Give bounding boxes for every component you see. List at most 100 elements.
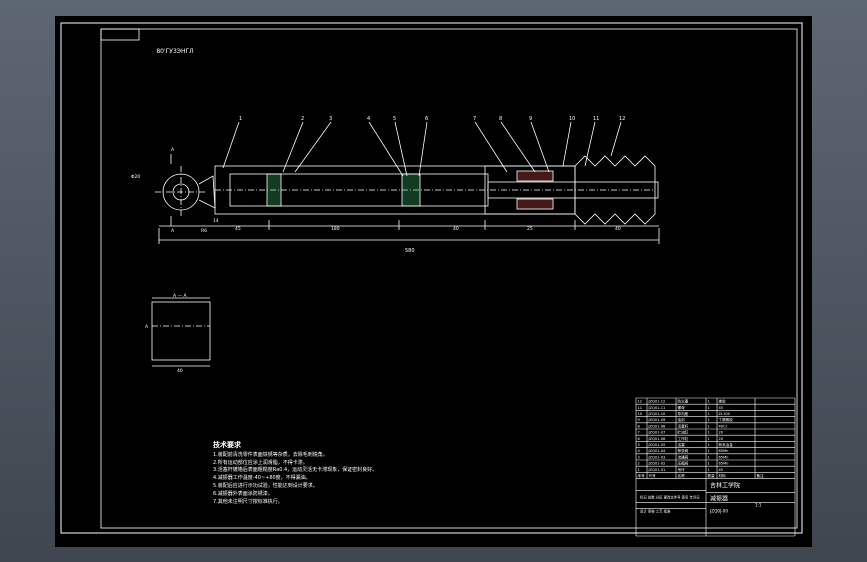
section-mark-top: A bbox=[171, 147, 175, 153]
inner-frame bbox=[100, 28, 798, 529]
parts-cell: 活塞 bbox=[678, 442, 686, 447]
scale: 1:1 bbox=[755, 503, 762, 508]
parts-cell: 1 bbox=[708, 431, 710, 435]
parts-header: 数量 bbox=[708, 473, 716, 478]
section-dim: 40 bbox=[177, 368, 183, 374]
leader-label: 4 bbox=[367, 116, 370, 122]
parts-cell: JZQ01-05 bbox=[648, 443, 666, 447]
leader-label: 6 bbox=[425, 116, 428, 122]
parts-cell: 粉末冶金 bbox=[719, 442, 734, 447]
dimension-text: 180 bbox=[331, 226, 340, 232]
dimension-total: 580 bbox=[405, 248, 415, 254]
dimension-text: 40 bbox=[615, 226, 621, 232]
section-mark-bottom: A bbox=[171, 228, 175, 234]
parts-cell: JZQ01-03 bbox=[648, 455, 666, 459]
notes-title: 技术要求 bbox=[213, 441, 241, 449]
parts-cell: 7 bbox=[638, 431, 640, 435]
parts-cell: 丁腈橡胶 bbox=[719, 417, 734, 422]
title-block bbox=[635, 397, 796, 537]
parts-header: 代号 bbox=[649, 473, 657, 478]
parts-cell: 1 bbox=[708, 443, 710, 447]
dimension-text: 40 bbox=[453, 226, 459, 232]
parts-cell: 防尘罩 bbox=[678, 399, 689, 404]
parts-cell: JZQ01-08 bbox=[648, 424, 667, 428]
note-item: 1.装配前清洗零件表面铁锈等杂质，去除毛刺锐角。 bbox=[213, 451, 328, 458]
parts-cell: 油封 bbox=[678, 417, 686, 422]
leader-label: 2 bbox=[301, 116, 304, 122]
parts-cell: 压缩阀 bbox=[678, 461, 689, 466]
outer-frame bbox=[60, 22, 803, 534]
parts-cell: 导向座 bbox=[678, 411, 689, 416]
parts-cell: 1 bbox=[708, 437, 710, 441]
parts-cell: 1 bbox=[708, 418, 710, 422]
dimension-text: 14 bbox=[213, 218, 219, 224]
note-item: 3.活塞杆镀铬后表面粗糙度Ra0.4，运动灵活无卡滞现象，保证密封良好。 bbox=[213, 467, 378, 474]
leader-label: 12 bbox=[619, 116, 625, 122]
parts-cell: 11 bbox=[638, 406, 643, 410]
note-item: 4.减振器工作温度-40~+80度，不得漏油。 bbox=[213, 475, 311, 482]
leader-label: 8 bbox=[499, 116, 502, 122]
parts-cell: JZQ01-01 bbox=[648, 468, 666, 472]
section-view bbox=[151, 297, 211, 367]
dimension-text: 45 bbox=[235, 226, 241, 232]
code-box bbox=[100, 28, 140, 41]
parts-cell: 45 bbox=[719, 468, 724, 472]
parts-cell: JZQ01-02 bbox=[648, 462, 666, 466]
technical-notes: 技术要求 1.装配前清洗零件表面铁锈等杂质，去除毛刺锐角。 2.所有运动部位应涂… bbox=[213, 441, 378, 506]
parts-header: 序号 bbox=[638, 473, 646, 478]
drawing-name: 减振器 bbox=[710, 495, 728, 503]
dimension-text: Φ20 bbox=[131, 174, 140, 180]
school-name: 吉林工学院 bbox=[710, 482, 740, 490]
parts-cell: 9 bbox=[638, 418, 641, 422]
parts-cell: 螺母 bbox=[678, 405, 686, 410]
sign-row: 标记 处数 分区 更改文件号 签名 年月日 bbox=[640, 495, 700, 500]
parts-cell: 40Cr bbox=[719, 424, 728, 428]
parts-cell: 1 bbox=[708, 412, 710, 416]
note-item: 6.减振器外表面涂防锈漆。 bbox=[213, 490, 273, 497]
parts-cell: JZQ01-12 bbox=[648, 400, 666, 404]
parts-cell: 65Mn bbox=[719, 462, 729, 466]
parts-header: 材料 bbox=[719, 473, 727, 478]
parts-header: 名称 bbox=[678, 473, 686, 478]
parts-cell: JZQ01-07 bbox=[648, 431, 666, 435]
parts-cell: 4 bbox=[638, 449, 641, 453]
parts-cell: 贮油缸 bbox=[678, 430, 689, 435]
parts-cell: JZQ01-04 bbox=[648, 449, 667, 453]
parts-cell: 5 bbox=[638, 443, 640, 447]
parts-cell: 橡胶 bbox=[719, 399, 727, 404]
parts-cell: 8 bbox=[638, 424, 641, 428]
parts-cell: 1 bbox=[708, 400, 710, 404]
parts-cell: 1 bbox=[708, 406, 710, 410]
parts-cell: 吊环 bbox=[678, 467, 686, 472]
drawing-number: JZQ0J-00 bbox=[709, 509, 728, 514]
dimension-text: R6 bbox=[201, 228, 207, 234]
parts-cell: JZQ01-10 bbox=[648, 412, 667, 416]
parts-cell: 65Mn bbox=[719, 449, 729, 453]
parts-cell: 10 bbox=[638, 412, 643, 416]
note-item: 2.所有运动部位应涂上润滑脂，不得卡滞。 bbox=[213, 459, 308, 466]
leader-label: 11 bbox=[593, 116, 599, 122]
leader-label: 1 bbox=[239, 116, 242, 122]
parts-cell: 12 bbox=[638, 400, 643, 404]
parts-cell: 45 bbox=[719, 406, 724, 410]
parts-cell: 1 bbox=[638, 468, 640, 472]
parts-cell: 1 bbox=[708, 468, 710, 472]
parts-cell: 1 bbox=[708, 449, 710, 453]
parts-cell: JZQ01-06 bbox=[648, 437, 667, 441]
parts-cell: 活塞杆 bbox=[678, 423, 689, 428]
parts-cell: 工作缸 bbox=[678, 436, 689, 441]
parts-cell: JZQ01-11 bbox=[648, 406, 666, 410]
note-item: 5.装配后应进行示功试验，性能达到设计要求。 bbox=[213, 482, 318, 489]
drawing-code: 80'ГУ3ЭНГЛ bbox=[156, 48, 194, 55]
parts-cell: 流通阀 bbox=[678, 454, 689, 459]
parts-cell: 1 bbox=[708, 424, 710, 428]
leader-label: 7 bbox=[473, 116, 476, 122]
shock-absorber-view bbox=[155, 121, 660, 244]
parts-cell: 65Mn bbox=[719, 455, 729, 459]
parts-cell: 3 bbox=[638, 455, 640, 459]
parts-cell: 2 bbox=[638, 462, 640, 466]
parts-cell: 20 bbox=[719, 437, 724, 441]
note-item: 7.其他未注明尺寸按标准执行。 bbox=[213, 498, 283, 505]
parts-cell: 伸张阀 bbox=[678, 448, 689, 453]
